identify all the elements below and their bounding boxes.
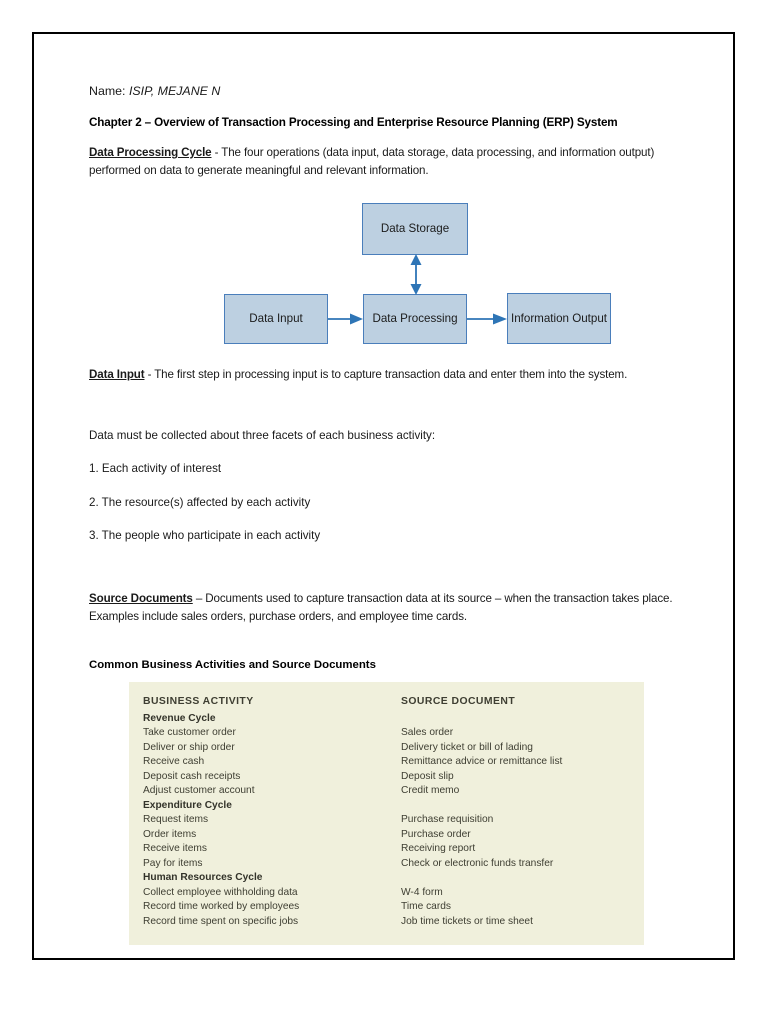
table-row-document: Check or electronic funds transfer <box>401 857 554 869</box>
column-header-source-document: SOURCE DOCUMENT <box>401 695 516 707</box>
source-documents-paragraph: Source Documents – Documents used to cap… <box>89 590 681 625</box>
table-row-document: Job time tickets or time sheet <box>401 915 533 927</box>
facet-item-3: 3. The people who participate in each ac… <box>89 529 321 542</box>
spacer <box>89 671 681 682</box>
name-value: ISIP, MEJANE N <box>128 84 221 98</box>
diagram-box-data-processing-label: Data Processing <box>372 312 458 326</box>
facet-item-2: 2. The resource(s) affected by each acti… <box>89 495 311 509</box>
diagram-box-data-storage: Data Storage <box>362 203 468 256</box>
source-document-table: BUSINESS ACTIVITY SOURCE DOCUMENT Revenu… <box>129 681 644 946</box>
table-row-activity: Take customer order <box>143 727 236 739</box>
table-row-activity: Adjust customer account <box>143 785 255 797</box>
diagram-box-data-storage-label: Data Storage <box>380 222 450 236</box>
diagram-box-data-input-label: Data Input <box>249 312 303 326</box>
source-documents-term: Source Documents <box>89 592 193 606</box>
document-page: Name: ISIP, MEJANE N Chapter 2 – Overvie… <box>32 32 735 960</box>
table-row-document: Purchase order <box>401 828 471 840</box>
data-input-body: - The first step in processing input is … <box>144 368 628 382</box>
arrow-double-vertical-icon-processing-storage <box>410 254 422 296</box>
source-document-table-rows: Revenue Cycle Take customer order Sales o… <box>143 712 644 930</box>
table-row-document: Purchase requisition <box>401 814 494 826</box>
facets-intro: Data must be collected about three facet… <box>89 428 436 442</box>
table-row-activity: Record time worked by employees <box>143 901 300 913</box>
table-row-document <box>401 871 644 886</box>
chapter-title: Chapter 2 – Overview of Transaction Proc… <box>89 116 618 129</box>
data-processing-cycle-body: - The four operations (data input, data … <box>89 146 655 177</box>
spacer <box>89 397 681 427</box>
facet-item-1: 1. Each activity of interest <box>89 462 222 476</box>
table-row-activity: Request items <box>143 814 209 826</box>
diagram-box-data-input: Data Input <box>224 294 328 345</box>
table-row-document: Sales order <box>401 727 454 739</box>
table-row-document: Receiving report <box>401 843 476 855</box>
table-row-document: Remittance advice or remittance list <box>401 756 563 768</box>
data-processing-cycle-paragraph: Data Processing Cycle - The four operati… <box>89 144 681 179</box>
table-row-document: Delivery ticket or bill of lading <box>401 741 533 753</box>
data-input-paragraph: Data Input - The first step in processin… <box>89 366 681 384</box>
data-processing-cycle-diagram: Data Storage Data Input Data Processing … <box>89 192 681 352</box>
diagram-box-information-output-label: Information Output <box>510 311 608 325</box>
source-document-table-grid: BUSINESS ACTIVITY SOURCE DOCUMENT <box>143 696 644 712</box>
arrow-right-icon-processing-to-output <box>467 313 507 325</box>
table-row-document: W-4 form <box>401 886 443 898</box>
name-label: Name: <box>89 84 126 98</box>
diagram-box-data-processing: Data Processing <box>363 294 467 345</box>
table-row-document: Deposit slip <box>401 770 454 782</box>
table-row-activity: Collect employee withholding data <box>143 886 298 898</box>
column-header-business-activity: BUSINESS ACTIVITY <box>143 695 254 707</box>
table-heading: Common Business Activities and Source Do… <box>89 658 376 671</box>
table-row-activity: Deposit cash receipts <box>143 770 241 782</box>
table-row-activity: Human Resources Cycle <box>143 872 263 884</box>
diagram-box-information-output: Information Output <box>507 293 611 345</box>
table-row-document <box>401 799 644 814</box>
table-row-activity: Receive cash <box>143 756 205 768</box>
table-row-activity: Record time spent on specific jobs <box>143 915 299 927</box>
data-input-term: Data Input <box>89 368 145 382</box>
spacer <box>89 639 681 659</box>
table-row-document <box>401 712 644 727</box>
table-row-document: Time cards <box>401 901 452 913</box>
document-body: Name: ISIP, MEJANE N Chapter 2 – Overvie… <box>89 84 681 946</box>
table-row-document: Credit memo <box>401 785 460 797</box>
student-name-line: Name: ISIP, MEJANE N <box>89 84 681 98</box>
spacer <box>89 560 681 590</box>
source-documents-body: – Documents used to capture transaction … <box>89 592 673 623</box>
table-row-activity: Expenditure Cycle <box>143 799 232 811</box>
table-row-activity: Revenue Cycle <box>143 712 216 724</box>
table-row-activity: Order items <box>143 828 197 840</box>
arrow-right-icon-input-to-processing <box>328 313 363 325</box>
table-row-activity: Pay for items <box>143 857 203 869</box>
data-processing-cycle-term: Data Processing Cycle <box>89 146 212 159</box>
table-row-activity: Deliver or ship order <box>143 741 235 753</box>
table-row-activity: Receive items <box>143 843 207 855</box>
